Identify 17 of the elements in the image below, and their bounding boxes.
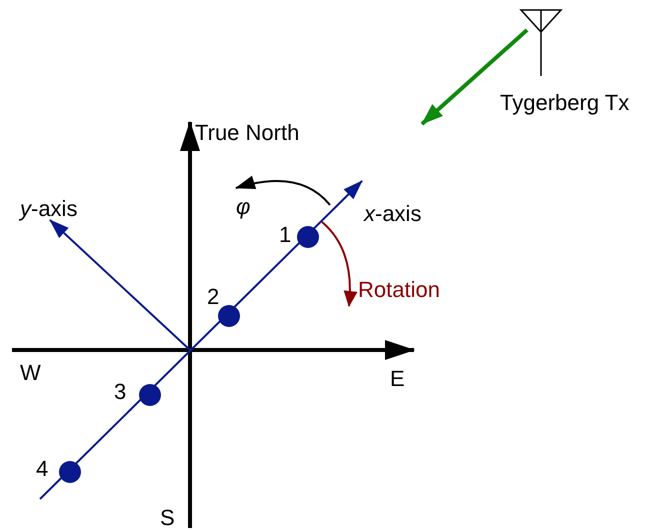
compass-label: S xyxy=(160,507,175,529)
compass-label: W xyxy=(20,362,41,384)
point-marker xyxy=(139,384,161,406)
compass-label: E xyxy=(390,368,405,390)
angle-symbol: φ xyxy=(236,196,250,218)
point-marker xyxy=(297,226,319,248)
point-number: 1 xyxy=(279,224,292,246)
point-number: 3 xyxy=(114,381,126,403)
point-marker xyxy=(218,305,240,327)
axis-label: y-axis xyxy=(20,198,78,220)
point-number: 2 xyxy=(207,286,220,308)
rotation-label: Rotation xyxy=(358,279,440,301)
axis-label: True North xyxy=(195,122,300,144)
point-marker xyxy=(59,461,81,483)
point-number: 4 xyxy=(36,458,48,480)
transmitter-label: Tygerberg Tx xyxy=(500,92,630,114)
axis-label: x-axis xyxy=(364,203,422,225)
